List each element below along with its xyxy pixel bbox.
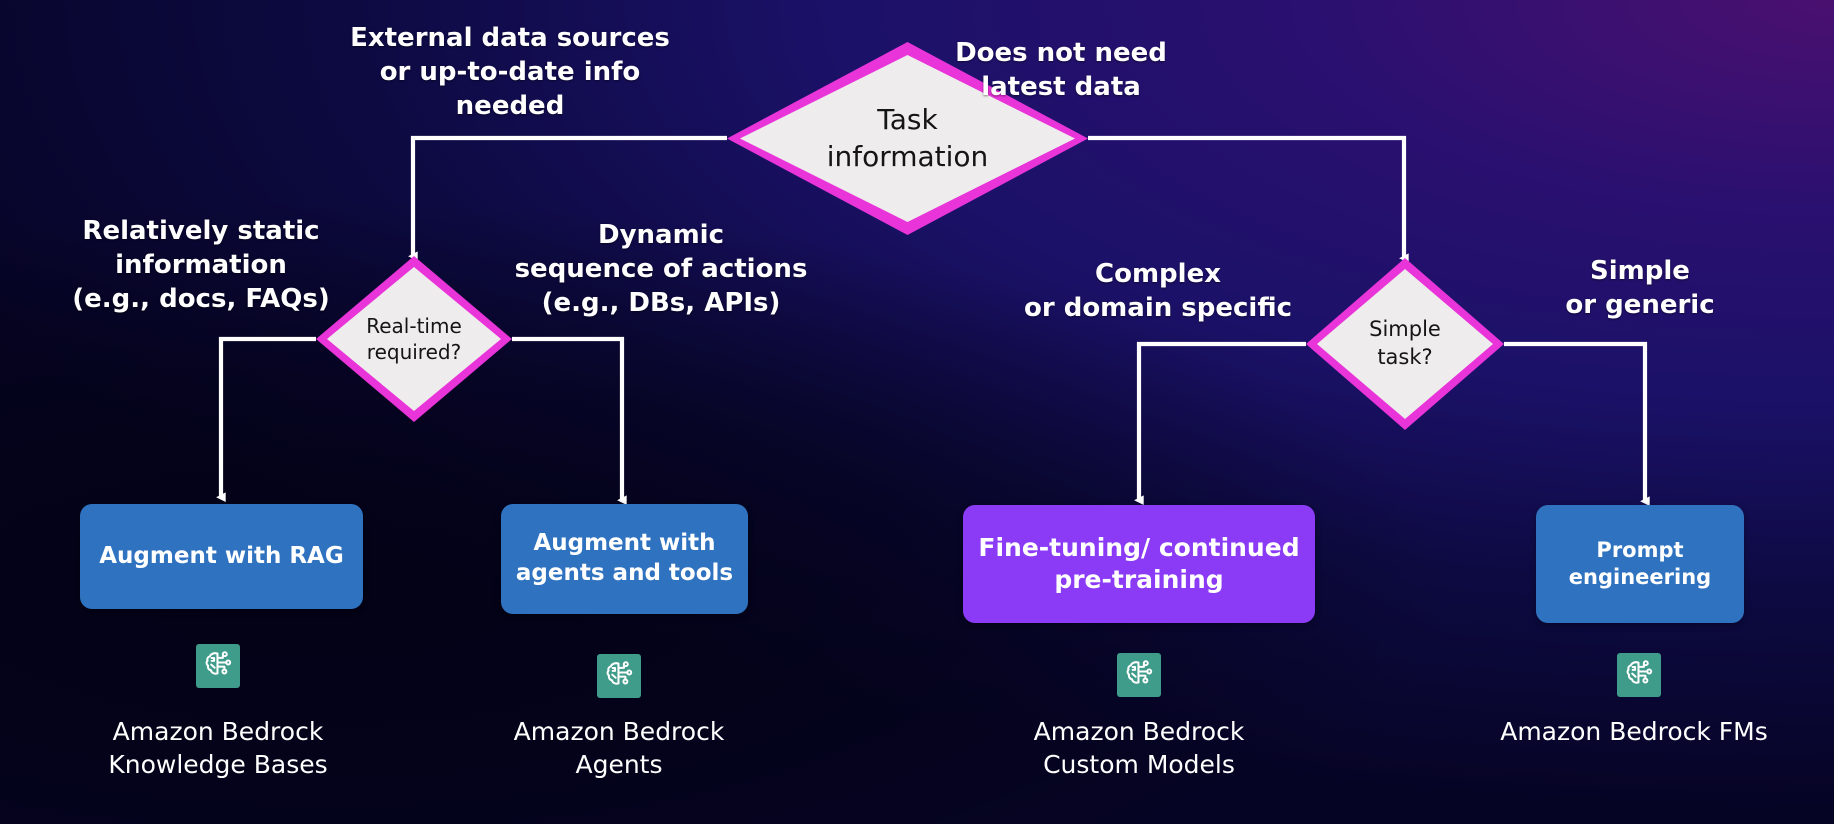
bedrock-brain-circuit-icon [1117,653,1161,697]
edge-label-external-data-sources: External data sources or up-to-date info… [330,22,690,123]
service-caption-fms: Amazon Bedrock FMs [1484,715,1784,748]
outcome-label-line1: Fine-tuning/ continued [978,532,1300,562]
outcome-augment-with-rag[interactable]: Augment with RAG [80,504,363,609]
service-caption-line1: Amazon Bedrock [513,717,725,746]
edge-label-line1: Simple [1590,256,1690,286]
service-caption-knowledge-bases: Amazon Bedrock Knowledge Bases [58,715,378,782]
decision-label-line2: information [826,139,989,173]
edge-label-line2: information [115,249,287,280]
edge-label-does-not-need-latest-data: Does not need latest data [925,37,1197,105]
outcome-label-line2: engineering [1568,565,1712,589]
edge-label-complex-or-domain-specific: Complex or domain specific [1000,258,1316,326]
decision-label-line1: Task [877,102,938,136]
decision-task-information-label: Task information [827,102,989,176]
edge-task-to-realtime [408,135,727,262]
service-caption-custom-models: Amazon Bedrock Custom Models [979,715,1299,782]
outcome-prompt-engineering[interactable]: Prompt engineering [1536,505,1744,623]
service-caption-line2: Knowledge Bases [108,750,328,780]
decision-label-line1: Real-time [366,313,462,338]
edge-label-dynamic-sequence-of-actions: Dynamic sequence of actions (e.g., DBs, … [489,219,833,320]
service-caption-line2: Agents [575,750,663,780]
edge-task-to-simpletask [1088,135,1409,264]
decision-real-time-required-label: Real-time required? [366,313,462,366]
edge-label-relatively-static-information: Relatively static information (e.g., doc… [36,215,366,316]
edge-realtime-to-rag [216,336,316,503]
bedrock-brain-circuit-icon [597,654,641,698]
outcome-fine-tuning-continued-pre-training[interactable]: Fine-tuning/ continued pre-training [963,505,1315,623]
service-caption-agents: Amazon Bedrock Agents [459,715,779,782]
outcome-label-line1: Prompt [1596,537,1684,562]
edge-simpletask-to-finetuning [1134,341,1306,506]
decision-label-line2: task? [1377,345,1433,369]
service-caption-line1: Amazon Bedrock FMs [1500,717,1768,746]
outcome-label-line2: pre-training [1054,565,1224,594]
outcome-augment-with-agents-and-tools[interactable]: Augment with agents and tools [501,504,748,614]
decision-label-line1: Simple [1369,317,1441,342]
decision-simple-task-label: Simple task? [1369,316,1441,371]
edge-label-line2: or generic [1565,289,1715,320]
edge-label-line2: sequence of actions [514,253,808,284]
decision-label-line2: required? [366,340,462,364]
edge-label-simple-or-generic: Simple or generic [1505,255,1775,323]
edge-label-line2: latest data [981,71,1141,102]
edge-label-line3: (e.g., DBs, APIs) [541,287,781,318]
outcome-label-line1: Augment with RAG [99,542,344,569]
bedrock-brain-circuit-icon [196,644,240,688]
edge-label-line3: (e.g., docs, FAQs) [72,283,330,314]
edge-realtime-to-agents [512,336,627,506]
outcome-label-line2: agents and tools [515,560,734,586]
bedrock-brain-circuit-icon [1617,653,1661,697]
outcome-label-line1: Augment with [533,530,716,557]
service-caption-line1: Amazon Bedrock [1033,717,1245,746]
edge-label-line1: External data sources [350,23,670,53]
service-caption-line1: Amazon Bedrock [112,717,324,746]
edge-simpletask-to-prompt [1504,341,1650,507]
edge-label-line2: or domain specific [1023,292,1293,323]
edge-label-line2: or up-to-date info needed [379,56,641,121]
edge-label-line1: Complex [1095,259,1221,289]
edge-label-line1: Does not need [955,38,1167,68]
edge-label-line1: Relatively static [82,216,320,246]
service-caption-line2: Custom Models [1043,750,1235,780]
edge-label-line1: Dynamic [597,220,724,250]
